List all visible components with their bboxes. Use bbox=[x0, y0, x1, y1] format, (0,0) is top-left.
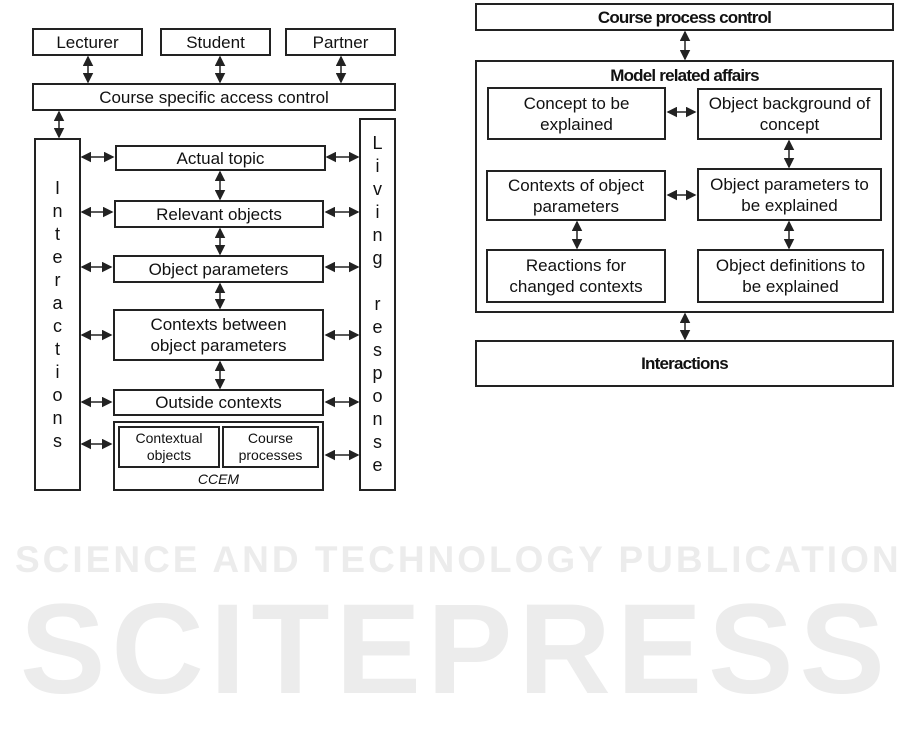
layer-actual-topic: Actual topic bbox=[115, 145, 326, 171]
role-student: Student bbox=[160, 28, 271, 56]
role-lecturer: Lecturer bbox=[32, 28, 143, 56]
interactions-box: Interactions bbox=[475, 340, 894, 387]
living-response-column: L i v i n g r e s p o n s e bbox=[359, 118, 396, 491]
access-control-box: Course specific access control bbox=[32, 83, 396, 111]
object-params-box: Object parameters to be explained bbox=[697, 168, 882, 221]
watermark-sub: SCIENCE AND TECHNOLOGY PUBLICATIONS bbox=[15, 539, 901, 580]
object-definitions-box: Object definitions to be explained bbox=[697, 249, 884, 303]
layer-contexts-between: Contexts between object parameters bbox=[113, 309, 324, 361]
concept-box: Concept to be explained bbox=[487, 87, 666, 140]
role-partner: Partner bbox=[285, 28, 396, 56]
ccem-contextual-objects: Contextual objects bbox=[118, 426, 220, 468]
layer-relevant-objects: Relevant objects bbox=[114, 200, 324, 228]
watermark-main: SCITEPRESS bbox=[20, 578, 891, 721]
model-related-affairs-title: Model related affairs bbox=[610, 66, 759, 85]
ccem-label: CCEM bbox=[197, 471, 240, 487]
ccem-course-processes: Course processes bbox=[222, 426, 319, 468]
object-background-box: Object background of concept bbox=[697, 88, 882, 140]
interactions-column: I n t e r a c t i o n s bbox=[34, 138, 81, 491]
course-process-control-box: Course process control bbox=[475, 3, 894, 31]
living-response-label: L i v i n g r e s p o n s e bbox=[372, 133, 383, 475]
layer-outside-contexts: Outside contexts bbox=[113, 389, 324, 416]
layer-object-parameters: Object parameters bbox=[113, 255, 324, 283]
model-related-affairs-box: Model related affairs bbox=[475, 60, 894, 313]
reactions-box: Reactions for changed contexts bbox=[486, 249, 666, 303]
ccem-box: CCEM bbox=[113, 421, 324, 491]
contexts-params-box: Contexts of object parameters bbox=[486, 170, 666, 221]
interactions-label: I n t e r a c t i o n s bbox=[52, 177, 63, 451]
